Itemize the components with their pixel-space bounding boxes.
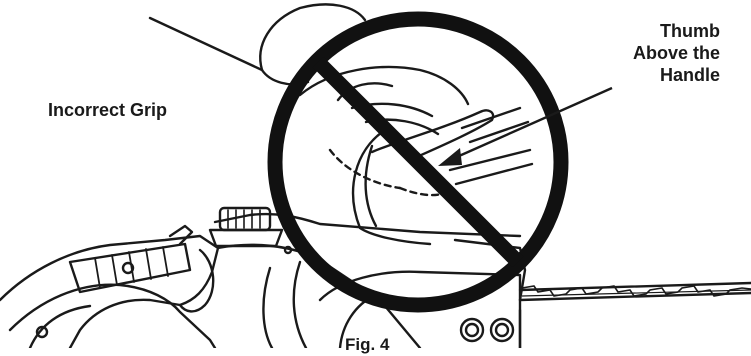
housing-panel-2 <box>294 262 306 348</box>
forearm <box>150 18 262 70</box>
guide-bar-top <box>520 283 751 290</box>
figure-caption: Fig. 4 <box>345 334 389 356</box>
thumb-above-handle-label: Thumb Above the Handle <box>600 20 720 86</box>
bar-nut-1-inner <box>466 324 478 336</box>
bar-nut-1 <box>461 319 483 341</box>
thumb-label-line-3: Handle <box>600 64 720 86</box>
rear-handle-grip <box>70 244 190 292</box>
thumb-label-line-2: Above the <box>600 42 720 64</box>
arrow-head <box>438 148 462 166</box>
no-symbol-icon <box>275 19 561 305</box>
lower-housing <box>10 285 215 348</box>
housing-panel <box>263 268 272 348</box>
incorrect-grip-label: Incorrect Grip <box>48 99 167 121</box>
top-handle-bar-4 <box>456 164 532 184</box>
bar-nut-2 <box>491 319 513 341</box>
housing-screw <box>285 247 291 253</box>
trigger-lock <box>170 226 192 244</box>
bar-nut-2-inner <box>496 324 508 336</box>
guard-inner <box>366 146 376 226</box>
oil-cap-base <box>210 230 282 246</box>
thumb-label-line-1: Thumb <box>600 20 720 42</box>
rear-handle <box>0 236 218 348</box>
